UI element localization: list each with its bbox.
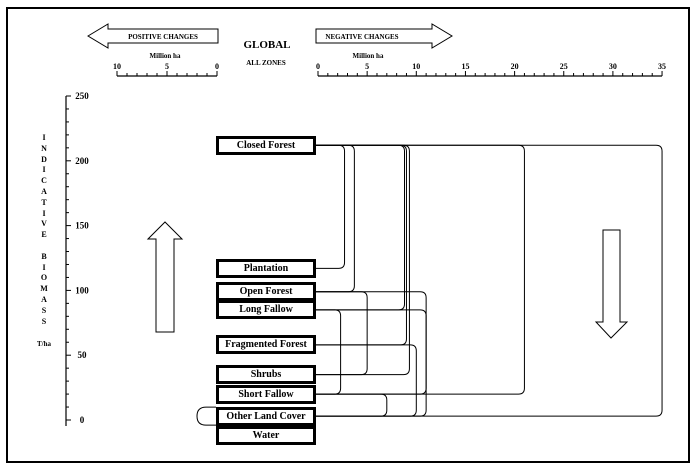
y-label-letter: V — [41, 219, 47, 229]
y-label-letter: A — [41, 187, 47, 196]
top-axes: 10 5 0 0 5 10 15 20 25 30 35 — [113, 62, 666, 77]
positive-tick-label: 0 — [215, 62, 219, 71]
y-label-letter: S — [41, 305, 47, 315]
negative-tick-label: 0 — [316, 62, 320, 71]
land-cover-box: Closed Forest — [216, 135, 316, 155]
negative-tick-label: 5 — [365, 62, 369, 71]
flow-connector — [316, 309, 342, 395]
flow-connector — [316, 144, 663, 417]
chart-title: GLOBAL — [243, 39, 290, 51]
positive-flow-connector — [196, 406, 216, 426]
y-tick-label: 250 — [75, 91, 89, 101]
flow-connector — [316, 144, 346, 269]
negative-tick-label: 20 — [511, 62, 519, 71]
flow-connector — [316, 309, 427, 417]
negative-changes-arrow — [315, 23, 453, 49]
y-label-letter: C — [41, 176, 47, 186]
positive-tick-label: 10 — [113, 62, 121, 71]
flow-connector — [316, 144, 355, 293]
negative-tick-label: 30 — [609, 62, 617, 71]
y-label-letter: M — [40, 284, 48, 294]
negative-tick-label: 35 — [658, 62, 666, 71]
positive-changes-arrow — [87, 23, 219, 49]
land-cover-box: Fragmented Forest — [216, 335, 316, 355]
y-axis: 250 200 150 100 50 0 — [65, 91, 89, 426]
y-label-letter: A — [41, 295, 47, 304]
y-label-letter: I — [42, 133, 46, 142]
biomass-decrease-arrow — [594, 229, 629, 339]
y-label-letter: D — [41, 154, 47, 164]
land-cover-box: Plantation — [216, 258, 316, 278]
flow-connector — [316, 291, 368, 376]
flow-connector — [316, 144, 406, 311]
chart-subtitle: ALL ZONES — [246, 59, 286, 67]
land-cover-box: Open Forest — [216, 282, 316, 302]
y-tick-label: 50 — [78, 350, 88, 360]
flow-connector — [316, 144, 407, 346]
y-label-letter: I — [42, 262, 46, 272]
flow-connector — [316, 144, 410, 376]
land-cover-box: Other Land Cover — [216, 406, 316, 426]
y-tick-label: 0 — [80, 415, 85, 425]
negative-tick-label: 10 — [412, 62, 420, 71]
y-label-letter: I — [42, 208, 46, 218]
y-label-letter: I — [42, 165, 46, 175]
land-cover-box: Water — [216, 426, 316, 446]
negative-changes-label: NEGATIVE CHANGES — [325, 33, 398, 41]
y-label-letter: S — [41, 316, 47, 326]
y-label-letter: T — [41, 197, 47, 207]
biomass-increase-arrow — [146, 221, 184, 333]
y-label-letter: N — [41, 143, 47, 153]
positive-changes-label: POSITIVE CHANGES — [128, 33, 198, 41]
y-tick-label: 150 — [75, 221, 89, 231]
land-cover-box: Shrubs — [216, 365, 316, 385]
y-label-letter: B — [41, 251, 47, 261]
positive-tick-label: 5 — [165, 62, 169, 71]
y-tick-label: 200 — [75, 156, 89, 166]
flow-connector — [316, 344, 417, 417]
y-tick-label: 100 — [75, 285, 89, 295]
negative-unit-label: Million ha — [353, 52, 384, 60]
negative-tick-label: 25 — [560, 62, 568, 71]
land-cover-box: Long Fallow — [216, 300, 316, 320]
positive-unit-label: Million ha — [150, 52, 181, 60]
figure-frame — [6, 7, 690, 463]
flow-connector — [316, 144, 525, 395]
y-label-letter: E — [41, 230, 47, 240]
flow-connectors — [196, 144, 663, 426]
y-axis-unit: T/ha — [37, 340, 52, 348]
negative-tick-label: 15 — [461, 62, 469, 71]
y-label-letter: O — [40, 273, 48, 283]
land-cover-box: Short Fallow — [216, 384, 316, 404]
flow-connector — [316, 393, 388, 417]
